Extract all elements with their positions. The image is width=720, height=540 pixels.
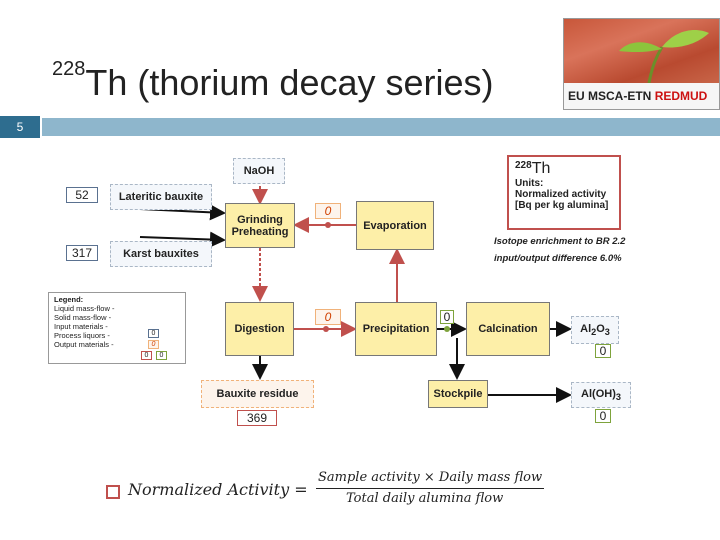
al2o3-box: Al2O3 <box>571 316 619 344</box>
naoh-box: NaOH <box>233 158 285 184</box>
logo-text-redmud: REDMUD <box>654 89 708 103</box>
al2o3-value: 0 <box>595 344 611 358</box>
legend-input-swatch: 0 <box>148 329 159 338</box>
karst-bauxites-box: Karst bauxites <box>110 241 212 267</box>
legend-liquid: Liquid mass-flow - <box>54 304 115 313</box>
enrichment-note: Isotope enrichment to BR 2.2 <box>494 236 626 247</box>
aloh3-box: Al(OH)3 <box>571 382 631 408</box>
legend-output-swatch-red: 0 <box>141 351 152 360</box>
lateritic-bauxite-box: Lateritic bauxite <box>110 184 212 210</box>
grinding-preheating-box: Grinding Preheating <box>225 203 295 248</box>
formula-denominator: Total daily alumina flow <box>346 491 504 506</box>
legend-solid: Solid mass-flow - <box>54 313 112 322</box>
aloh3-value: 0 <box>595 409 611 423</box>
liquor-value-digestion: 0 <box>315 309 341 325</box>
bauxite-residue-box: Bauxite residue <box>201 380 314 408</box>
units-unit: [Bq per kg alumina] <box>515 200 609 211</box>
bullet-icon <box>106 485 120 499</box>
karst-value: 317 <box>66 245 98 261</box>
formula-fraction-bar <box>316 488 544 489</box>
lateritic-value: 52 <box>66 187 98 203</box>
legend-title: Legend: <box>54 295 84 304</box>
legend-output-swatch-green: 0 <box>156 351 167 360</box>
digestion-box: Digestion <box>225 302 294 356</box>
cracked-earth-image <box>564 19 719 83</box>
slide-number: 5 <box>0 116 40 138</box>
units-label: Units: <box>515 178 544 189</box>
liquor-value-evaporation: 0 <box>315 203 341 219</box>
legend-process: Process liquors - <box>54 331 110 340</box>
stockpile-box: Stockpile <box>428 380 488 408</box>
bauxite-residue-value: 369 <box>237 410 277 426</box>
header-rule <box>42 118 720 136</box>
units-panel: 228Th Units: Normalized activity [Bq per… <box>507 155 621 230</box>
units-desc: Normalized activity <box>515 189 607 200</box>
legend-output: Output materials - <box>54 340 114 349</box>
evaporation-box: Evaporation <box>356 201 434 250</box>
legend-process-swatch: 0 <box>148 340 159 349</box>
difference-note: input/output difference 6.0% <box>494 253 622 264</box>
slide-title: 228Th (thorium decay series) <box>52 58 494 103</box>
precipitation-value: 0 <box>440 310 454 324</box>
calcination-box: Calcination <box>466 302 550 356</box>
formula-lhs: Normalized Activity = <box>128 480 308 499</box>
precipitation-box: Precipitation <box>355 302 437 356</box>
formula-numerator: Sample activity × Daily mass flow <box>318 470 543 485</box>
isotope-label: 228Th <box>515 160 551 177</box>
logo-text-msca: EU MSCA-ETN <box>568 89 652 103</box>
legend-input: Input materials - <box>54 322 108 331</box>
